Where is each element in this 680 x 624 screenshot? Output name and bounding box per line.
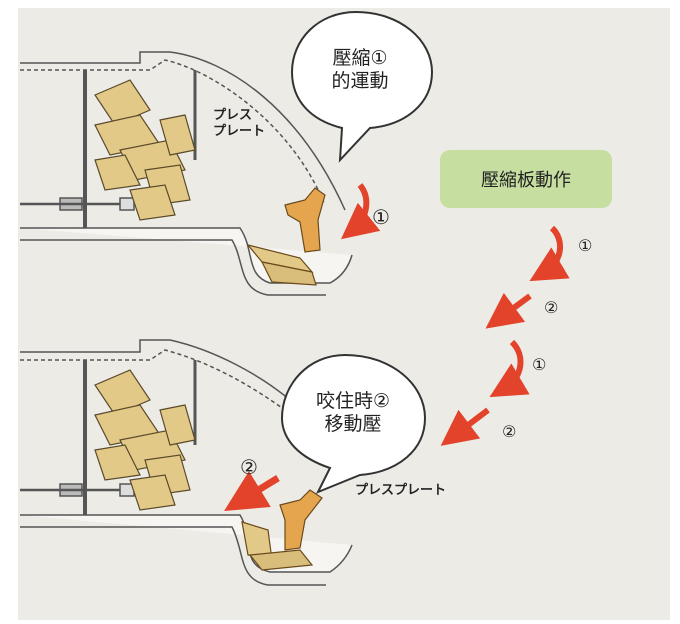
- top-red-arrow: [340, 183, 381, 240]
- top-bubble-text: 壓縮① 的運動: [305, 47, 415, 93]
- top-speech-bubble: [290, 10, 434, 163]
- bottom-bubble-line1: 咬住時②: [315, 390, 391, 412]
- bottom-bubble-text: 咬住時② 移動壓: [298, 390, 408, 436]
- sequence-step-3: ①: [532, 355, 547, 374]
- seq-arrow-1: [529, 225, 570, 282]
- bottom-red-arrow: [224, 471, 280, 511]
- sequence-title-badge: 壓縮板動作: [440, 150, 612, 208]
- top-press-plate: [246, 187, 326, 286]
- seq-arrow-2: [485, 292, 532, 329]
- sequence-step-1: ①: [578, 236, 593, 255]
- bottom-bubble-line2: 移動壓: [324, 412, 382, 435]
- sequence-step-4: ②: [502, 422, 517, 441]
- bottom-wood-pile: [94, 369, 196, 511]
- bottom-part-label: プレスプレート: [355, 483, 447, 498]
- seq-arrow-4: [440, 407, 490, 446]
- sequence-arrows: [440, 225, 570, 446]
- top-bubble-line2: 的運動: [331, 69, 389, 92]
- top-bubble-line1: 壓縮①: [332, 47, 388, 69]
- top-wood-pile: [94, 79, 196, 221]
- sequence-step-2: ②: [544, 298, 559, 317]
- bottom-speech-bubble: [280, 353, 427, 494]
- top-part-label-line2: プレート: [213, 123, 266, 139]
- bottom-press-plate: [241, 489, 323, 571]
- seq-arrow-3: [489, 339, 530, 398]
- bottom-step-marker: ②: [240, 455, 258, 479]
- top-step-marker: ①: [372, 205, 390, 229]
- top-part-label: プレス プレート: [213, 108, 265, 139]
- top-part-label-line1: プレス: [213, 108, 253, 123]
